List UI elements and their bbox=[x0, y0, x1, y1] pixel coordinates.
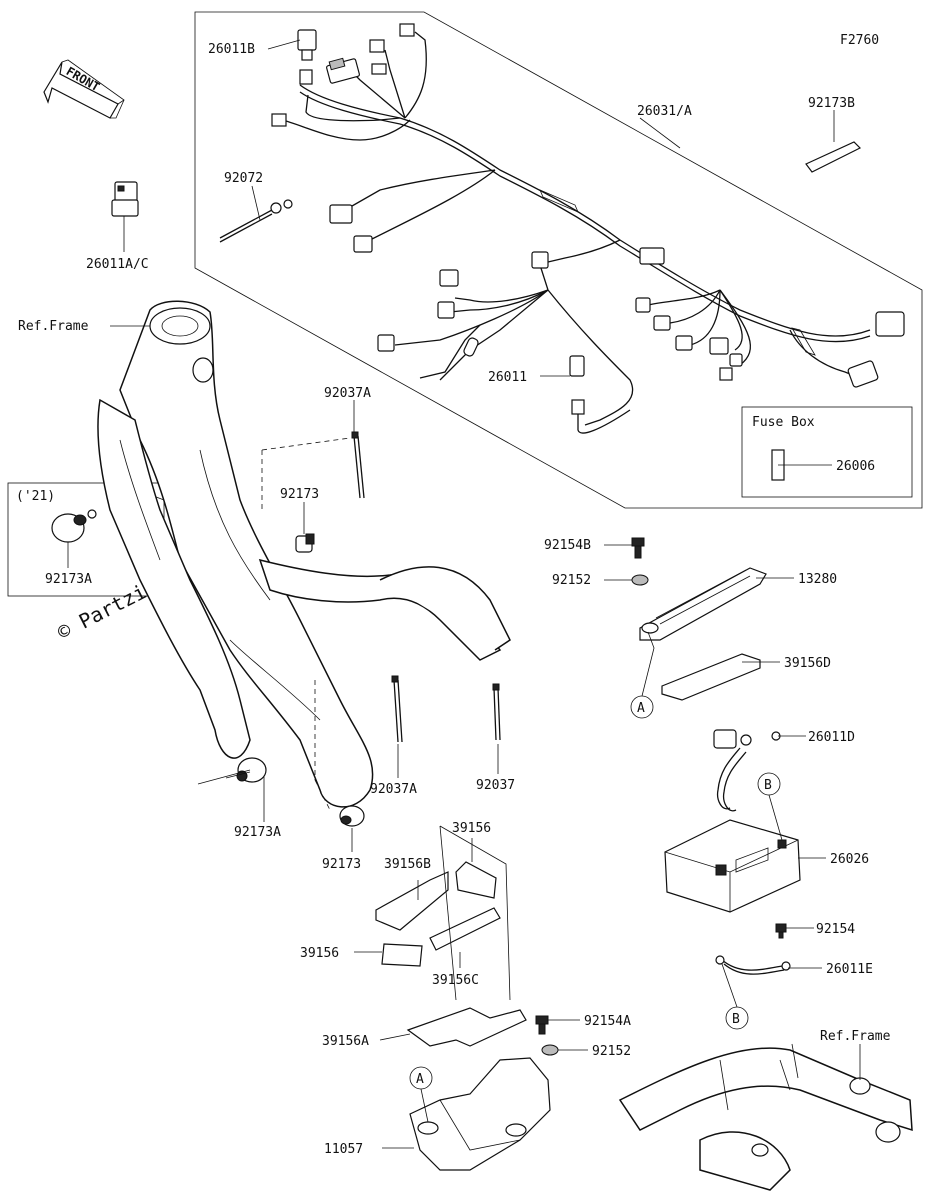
sheet-39156a-icon bbox=[406, 1007, 527, 1047]
label-39156d: 39156D bbox=[784, 656, 831, 671]
grommet-92173-top-icon bbox=[295, 533, 315, 553]
cable-26011d-icon bbox=[713, 729, 781, 812]
holder-13280-icon bbox=[639, 567, 767, 641]
label-26031a: 26031/A bbox=[637, 104, 692, 119]
label-ref-frame-low: Ref.Frame bbox=[820, 1029, 891, 1044]
cable-tie-92037a-low-icon bbox=[391, 675, 403, 743]
harness-connector-icon bbox=[271, 23, 905, 434]
callout-a-upper: A bbox=[630, 631, 655, 719]
label-92173b: 92173B bbox=[808, 96, 855, 111]
leader-lines bbox=[110, 39, 861, 1149]
callout-b-upper: B bbox=[757, 772, 783, 841]
label-92072: 92072 bbox=[224, 171, 263, 186]
grommet-92173-low-icon bbox=[339, 805, 365, 827]
sheet-39156d-icon bbox=[661, 653, 761, 701]
callout-b-lower: B bbox=[721, 963, 749, 1030]
front-arrow-icon bbox=[43, 59, 125, 119]
svg-text:B: B bbox=[764, 778, 772, 793]
label-92173a-low: 92173A bbox=[234, 825, 281, 840]
harness-panel bbox=[194, 11, 923, 509]
sheet-39156-top-icon bbox=[455, 861, 497, 899]
label-92173-top: 92173 bbox=[280, 487, 319, 502]
label-92152-top: 92152 bbox=[552, 573, 591, 588]
battery-26026-icon bbox=[664, 819, 801, 913]
svg-text:A: A bbox=[416, 1072, 424, 1087]
cable-26011e-icon bbox=[715, 955, 791, 975]
label-26011e: 26011E bbox=[826, 962, 873, 977]
rear-frame-icon bbox=[618, 1047, 913, 1191]
grommet-92173a-icon bbox=[51, 509, 97, 543]
sheet-39156b-icon bbox=[375, 871, 449, 931]
label-92037a-low: 92037A bbox=[370, 782, 417, 797]
main-frame-icon bbox=[97, 300, 511, 811]
label-39156b: 39156B bbox=[384, 857, 431, 872]
label-92037a-top: 92037A bbox=[324, 386, 371, 401]
tray-11057-icon bbox=[409, 1057, 551, 1171]
label-26026: 26026 bbox=[830, 852, 869, 867]
sheet-39156-left-icon bbox=[381, 943, 423, 967]
label-92037: 92037 bbox=[476, 778, 515, 793]
fuse-box-title: Fuse Box bbox=[752, 415, 815, 430]
bolt-92154a-icon bbox=[535, 1015, 549, 1035]
main-harness bbox=[281, 31, 871, 426]
label-39156c: 39156C bbox=[432, 973, 479, 988]
year-box-part: 92173A bbox=[45, 572, 92, 587]
label-11057: 11057 bbox=[324, 1142, 363, 1157]
year-label: ('21) bbox=[16, 489, 55, 504]
figure-code: F2760 bbox=[840, 33, 879, 48]
band-92173b-icon bbox=[805, 141, 862, 173]
svg-text:A: A bbox=[637, 701, 645, 716]
callout-a-lower: A bbox=[409, 1066, 433, 1123]
grommet-92173a-low-icon bbox=[236, 757, 267, 783]
label-ref-frame-top: Ref.Frame bbox=[18, 319, 89, 334]
bolt-92154-icon bbox=[775, 923, 787, 939]
fuse-box-part: 26006 bbox=[836, 459, 875, 474]
label-13280: 13280 bbox=[798, 572, 837, 587]
label-39156a: 39156A bbox=[322, 1034, 369, 1049]
label-92154a: 92154A bbox=[584, 1014, 631, 1029]
cable-tie-92037a-top-icon bbox=[351, 431, 365, 499]
label-92152-low: 92152 bbox=[592, 1044, 631, 1059]
clamp-92072-icon bbox=[219, 199, 293, 243]
label-39156-left: 39156 bbox=[300, 946, 339, 961]
label-26011: 26011 bbox=[488, 370, 527, 385]
washer-92152-low-icon bbox=[541, 1044, 559, 1056]
svg-text:B: B bbox=[732, 1012, 740, 1027]
label-92154b: 92154B bbox=[544, 538, 591, 553]
relay-26011ac-icon bbox=[111, 181, 139, 217]
label-92154: 92154 bbox=[816, 922, 855, 937]
label-26011d: 26011D bbox=[808, 730, 855, 745]
label-26011ac: 26011A/C bbox=[86, 257, 149, 272]
fuse-box-panel bbox=[741, 406, 913, 498]
label-39156-top: 39156 bbox=[452, 821, 491, 836]
label-26011b: 26011B bbox=[208, 42, 255, 57]
label-92173-low: 92173 bbox=[322, 857, 361, 872]
washer-92152-top-icon bbox=[631, 574, 649, 586]
bolt-92154b-icon bbox=[631, 537, 645, 559]
cable-tie-92037-icon bbox=[492, 683, 501, 741]
sheet-39156c-icon bbox=[429, 907, 501, 951]
